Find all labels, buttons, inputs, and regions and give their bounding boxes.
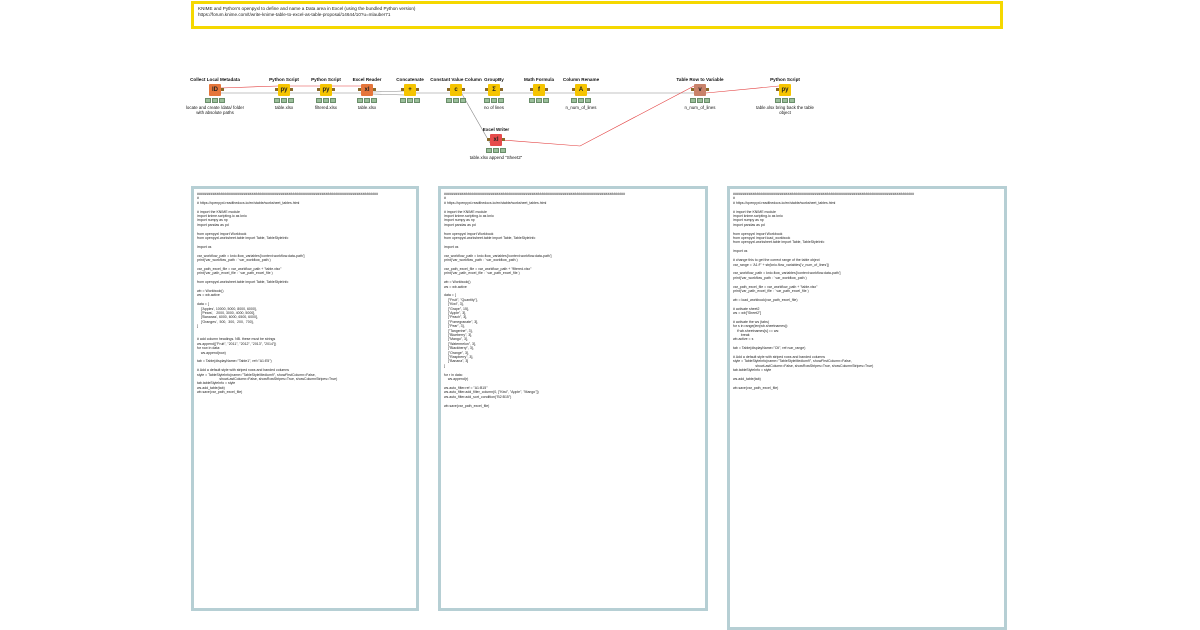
node-concatenate[interactable]: Concatenate +	[378, 72, 442, 105]
node-status-traffic-light	[753, 98, 817, 103]
node-column-rename[interactable]: Column Rename A n_num_of_lines	[549, 72, 613, 110]
node-collect-local-metadata[interactable]: Collect Local Metadata ID locate and cre…	[183, 72, 247, 115]
code-text: ########################################…	[444, 192, 626, 408]
node-title: Collect Local Metadata	[190, 77, 240, 82]
node-title: Python Script	[311, 77, 341, 82]
node-python-script-2[interactable]: Python Script py filtered.xlsx	[294, 72, 358, 110]
node-status-traffic-light	[378, 98, 442, 103]
node-title: Excel Writer	[482, 127, 510, 132]
table-row-to-variable-icon[interactable]: v	[691, 84, 709, 96]
code-text: ########################################…	[733, 192, 915, 390]
node-annotation: no of lines	[483, 105, 504, 110]
node-status-traffic-light	[464, 148, 528, 153]
node-title: Python Script	[269, 77, 299, 82]
node-title: Table Row to Variable	[676, 77, 724, 82]
node-title: Excel Reader	[352, 77, 382, 82]
node-annotation: table.xlsx bring back the table object	[756, 105, 814, 115]
node-python-script-1[interactable]: Python Script py table.xlsx	[252, 72, 316, 110]
id-icon[interactable]: ID	[209, 84, 224, 96]
node-excel-reader[interactable]: Excel Reader xl table.xlsx	[335, 72, 399, 110]
wire-4-5a[interactable]	[372, 90, 405, 93]
node-math-formula[interactable]: Math Formula f	[507, 72, 571, 105]
node-status-traffic-light	[424, 98, 488, 103]
node-status-traffic-light	[668, 98, 732, 103]
node-title: GroupBy	[484, 77, 504, 82]
wire-6-12[interactable]	[461, 93, 491, 144]
groupby-icon[interactable]: Σ	[485, 84, 503, 96]
python-icon[interactable]: py	[317, 84, 335, 96]
node-excel-writer[interactable]: Excel Writer xl table.xlsx append "Sheet…	[464, 122, 528, 160]
code-annotation-table-object-script[interactable]: ########################################…	[727, 186, 1007, 630]
excel-reader-icon[interactable]: xl	[358, 84, 376, 96]
title-line-1: KNIME and Python's openpyxl to define an…	[198, 6, 416, 11]
column-rename-icon[interactable]: A	[572, 84, 590, 96]
constant-column-icon[interactable]: c	[447, 84, 465, 96]
node-groupby[interactable]: GroupBy Σ no of lines	[462, 72, 526, 110]
wire-4-5b[interactable]	[372, 93, 405, 96]
node-constant-value-column[interactable]: Constant Value Column c	[424, 72, 488, 105]
node-title: Concatenate	[396, 77, 424, 82]
node-annotation: filtered.xlsx	[315, 105, 337, 110]
node-status-traffic-light	[335, 98, 399, 103]
node-title: Column Rename	[562, 77, 600, 82]
node-status-traffic-light	[183, 98, 247, 103]
node-annotation: table.xlsx	[357, 105, 377, 110]
node-title: Python Script	[770, 77, 800, 82]
node-title: Constant Value Column	[430, 77, 482, 82]
workflow-title-annotation[interactable]: KNIME and Python's openpyxl to define an…	[191, 1, 1003, 29]
node-status-traffic-light	[252, 98, 316, 103]
code-annotation-table-script[interactable]: ########################################…	[191, 186, 419, 611]
node-python-script-3[interactable]: Python Script py table.xlsx bring back t…	[753, 72, 817, 115]
math-formula-icon[interactable]: f	[530, 84, 548, 96]
varwire-1-2[interactable]	[220, 85, 279, 89]
varwire-12-10[interactable]	[501, 85, 695, 147]
node-annotation: n_num_of_lines	[565, 105, 597, 110]
title-url-line: https://forum.knime.com/t/write-knime-ta…	[198, 11, 391, 17]
code-text: ########################################…	[197, 192, 379, 395]
node-status-traffic-light	[549, 98, 613, 103]
node-annotation: table.xlsx	[274, 105, 294, 110]
node-status-traffic-light	[462, 98, 526, 103]
node-table-row-to-variable[interactable]: Table Row to Variable v n_num_of_lines	[668, 72, 732, 110]
node-annotation: n_num_of_lines	[684, 105, 716, 110]
excel-writer-icon[interactable]: xl	[487, 134, 505, 146]
python-icon[interactable]: py	[275, 84, 293, 96]
node-title: Math Formula	[523, 77, 555, 82]
varwire-10-11[interactable]	[705, 85, 780, 94]
node-annotation: locate and create /data/ folder with abs…	[185, 105, 245, 115]
concatenate-icon[interactable]: +	[401, 84, 419, 96]
node-status-traffic-light	[507, 98, 571, 103]
python-icon[interactable]: py	[776, 84, 791, 96]
code-annotation-filtered-script[interactable]: ########################################…	[438, 186, 708, 611]
node-status-traffic-light	[294, 98, 358, 103]
node-annotation: table.xlsx append "Sheet2"	[469, 155, 523, 160]
